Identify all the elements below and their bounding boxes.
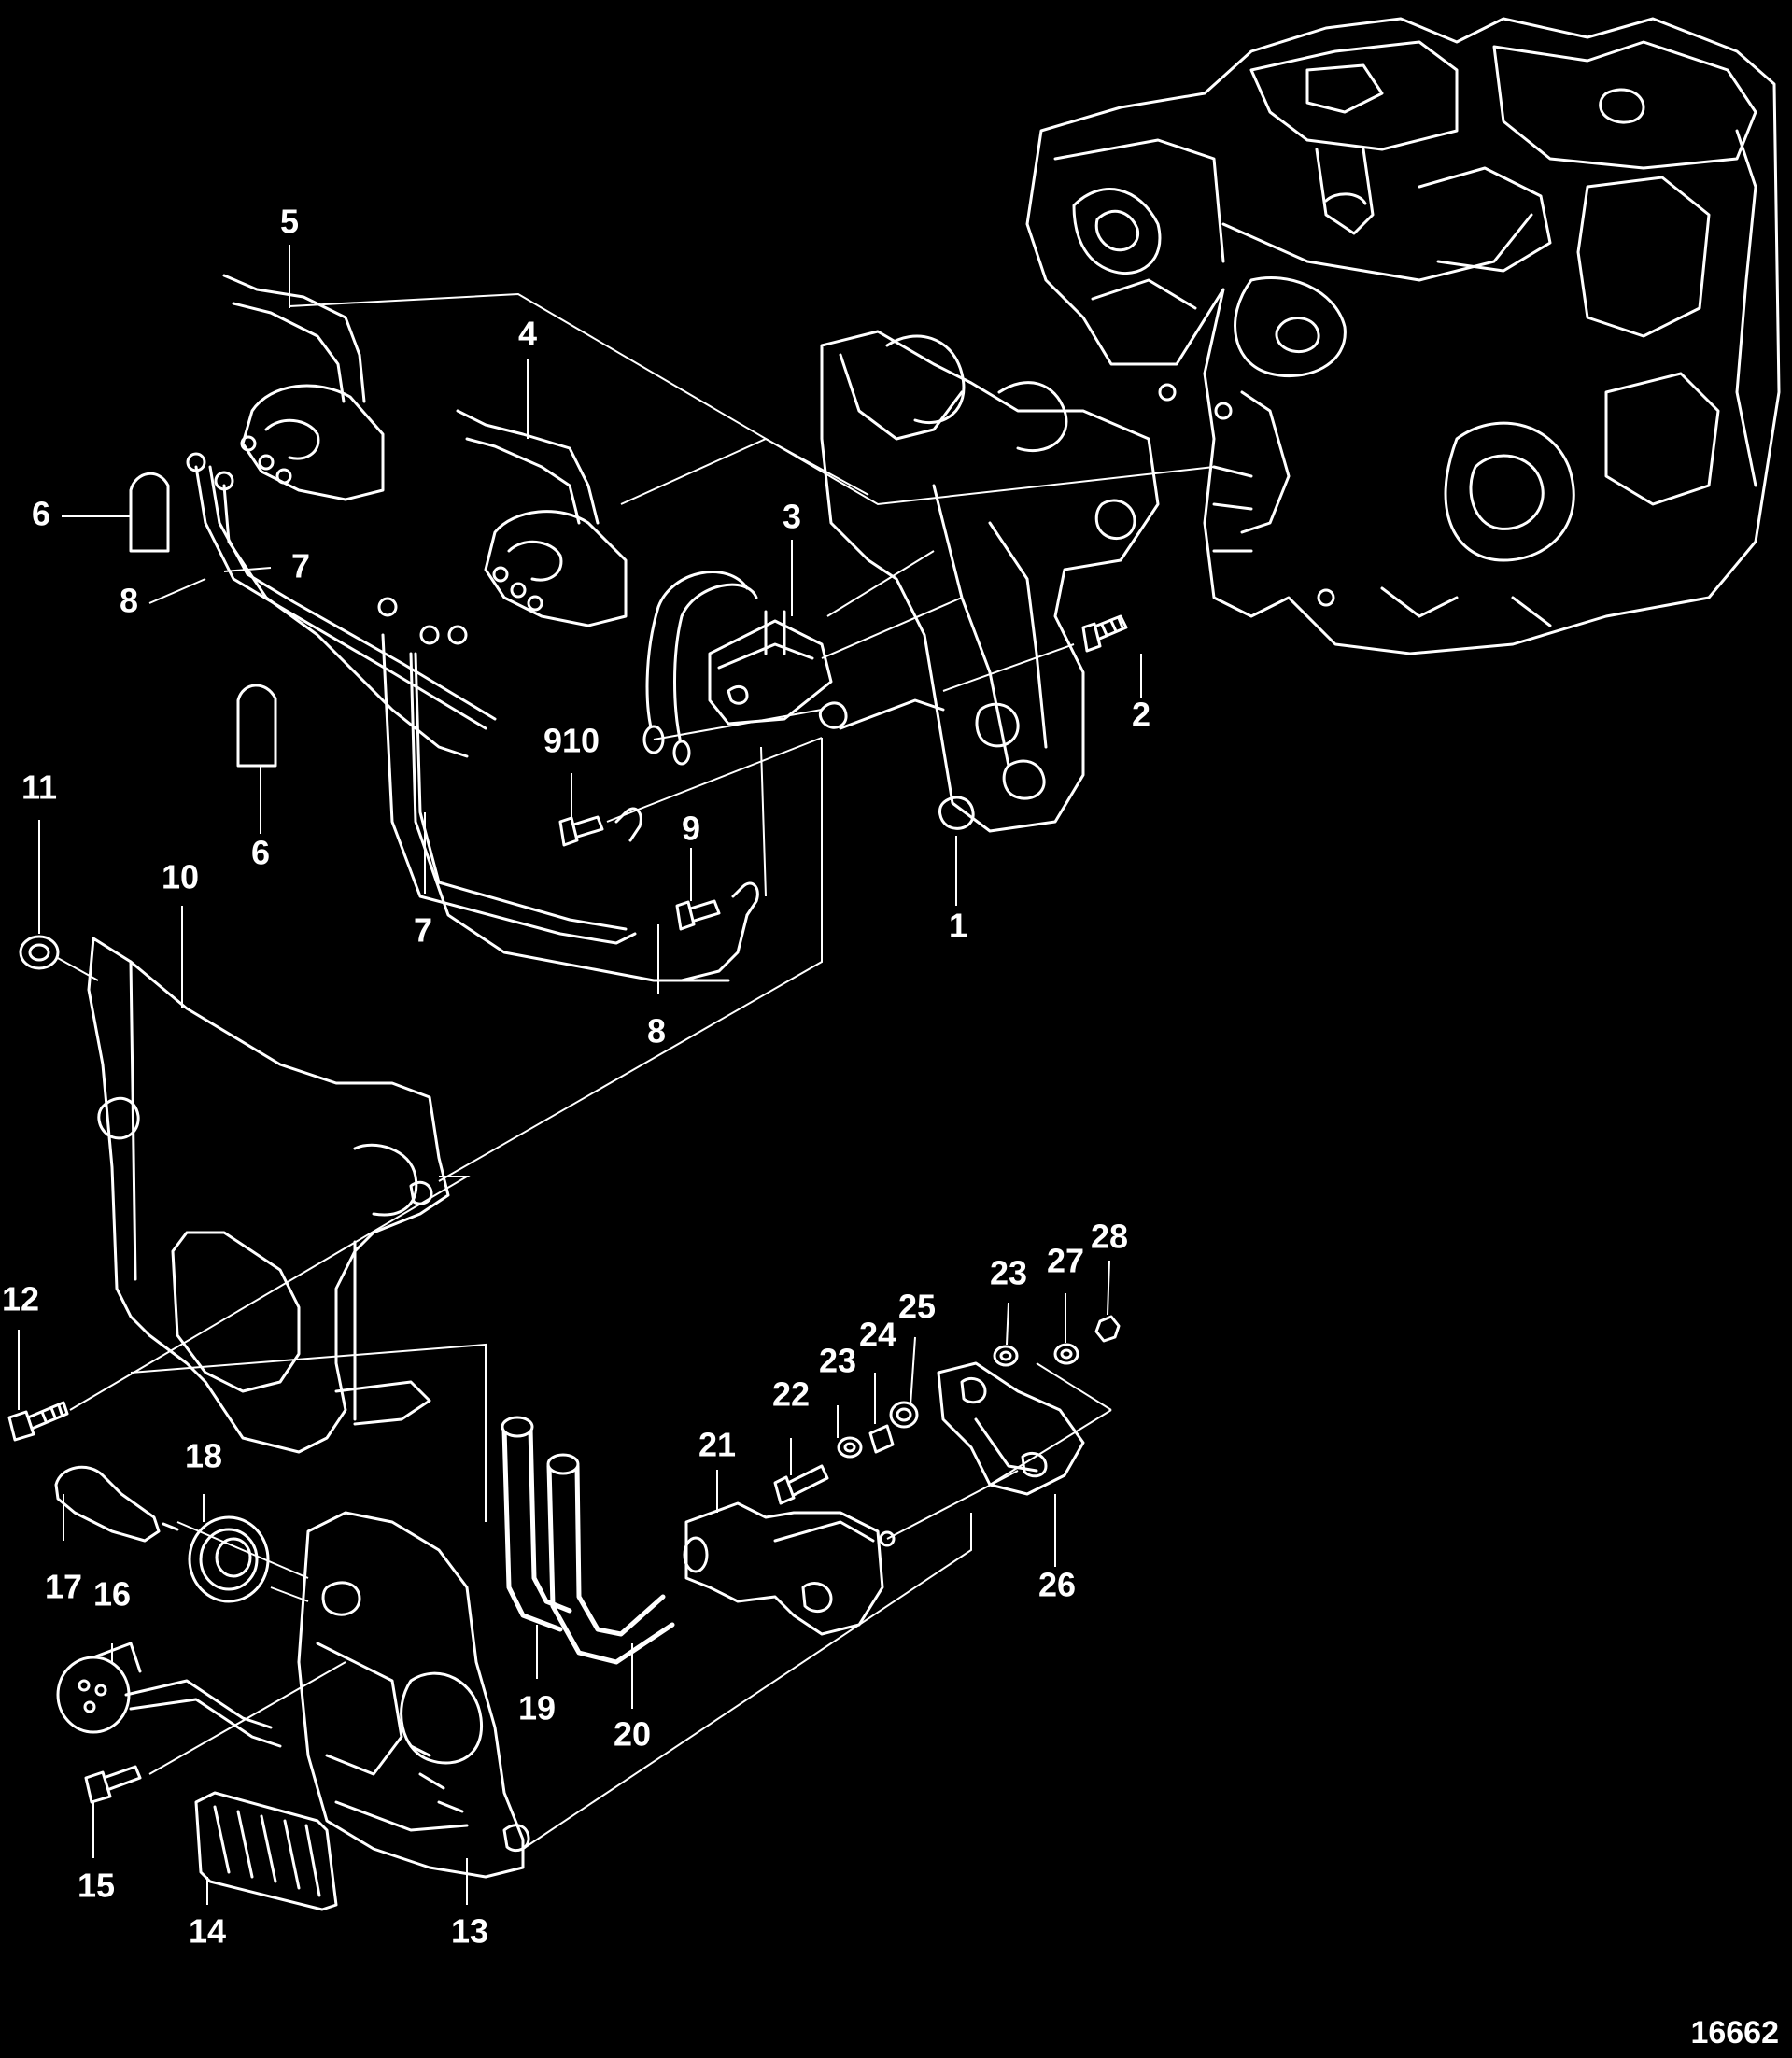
callout-21: 21 [698,1426,736,1464]
callout-23-left: 23 [819,1342,856,1380]
callout-7-upper: 7 [291,547,310,585]
callout-24: 24 [859,1316,896,1354]
callout-22: 22 [772,1375,810,1414]
part-23-washer-right [993,1345,1019,1367]
part-6-boot-upper [129,472,170,553]
figure-number: 16662 [1690,2015,1779,2051]
part-18-grommet [188,1515,270,1603]
part-19-hose [501,1416,572,1632]
part-16-connector [56,1642,282,1748]
part-5-starter-solenoid [222,274,385,501]
part-11-grommet [19,935,60,970]
callout-13: 13 [451,1912,488,1951]
callout-9: 9 [682,810,700,848]
part-1-mounting-bracket [818,330,1160,833]
part-22-screw [773,1464,829,1505]
callout-26: 26 [1038,1566,1076,1604]
callout-20: 20 [614,1715,651,1754]
callout-12: 12 [2,1280,39,1318]
callout-6-upper: 6 [32,495,50,533]
callout-11: 11 [21,768,57,807]
callout-1: 1 [949,907,967,945]
callout-15: 15 [78,1867,115,1905]
part-24-spacer [868,1424,895,1454]
callout-8-upper: 8 [120,582,138,620]
callout-ticks [18,245,1142,1905]
part-10-cover [87,937,450,1454]
callout-18: 18 [185,1437,222,1475]
part-20-hose [546,1453,675,1665]
part-26-bracket [937,1361,1085,1496]
callout-3: 3 [783,498,801,536]
callout-28: 28 [1091,1218,1128,1256]
callout-910: 910 [543,722,600,760]
callout-27: 27 [1047,1242,1084,1280]
part-21-valve [683,1501,896,1636]
part-910-screw [558,807,642,847]
part-8-cable [214,471,730,982]
callout-6-lower: 6 [251,834,270,872]
part-2-bolt [1081,614,1128,653]
engine-block [1025,17,1781,655]
callout-19: 19 [518,1689,556,1727]
part-13-mounting-plate [297,1511,530,1879]
callout-labels: 1 2 3 4 5 6 6 7 7 8 8 910 9 10 11 12 13 … [2,203,1150,1951]
part-25-grommet [889,1401,919,1429]
part-15-screw [84,1765,142,1804]
leader-lines [55,292,1215,1850]
part-23-washer [837,1436,863,1459]
part-27-washer [1053,1343,1079,1365]
part-14-heat-sink [194,1791,338,1911]
part-17-sensor [54,1465,179,1543]
part-4-starter-solenoid [456,409,628,627]
callout-23-right: 23 [990,1254,1027,1292]
callout-14: 14 [189,1912,226,1951]
callout-17: 17 [45,1568,82,1606]
part-12-screw [7,1401,69,1442]
callout-7-lower: 7 [414,911,432,950]
part-6-boot-lower [236,684,277,768]
callout-25: 25 [898,1288,936,1326]
part-3-relay [642,571,833,766]
callout-8-lower: 8 [647,1012,666,1050]
part-9-screw [675,881,759,982]
part-7-cable [186,452,637,945]
callout-4: 4 [518,315,537,353]
callout-2: 2 [1132,696,1150,734]
part-28-nut [1094,1315,1121,1343]
callout-16: 16 [93,1575,131,1614]
callout-5: 5 [280,203,299,241]
callout-10: 10 [162,858,199,896]
